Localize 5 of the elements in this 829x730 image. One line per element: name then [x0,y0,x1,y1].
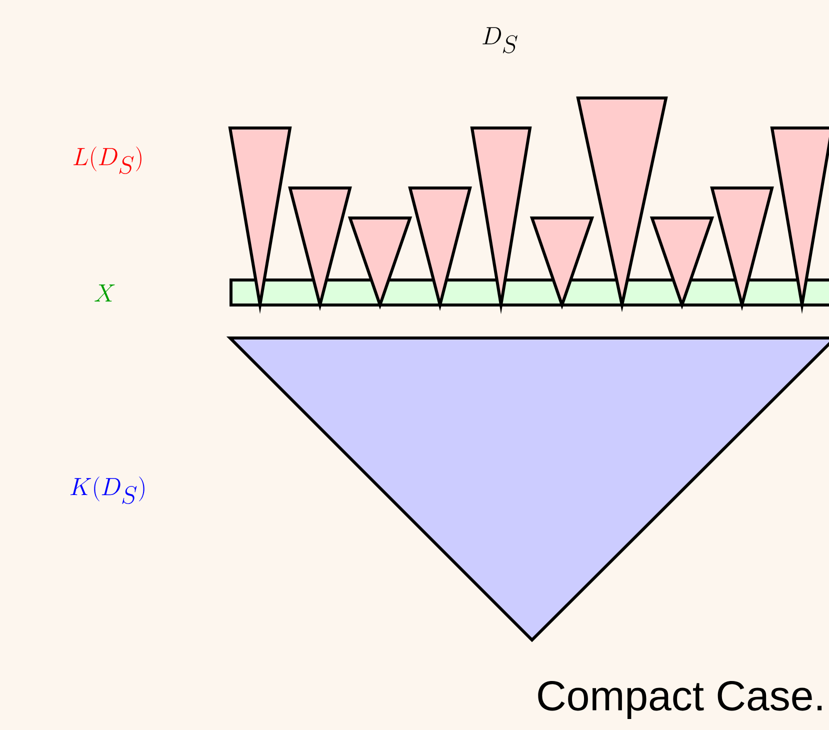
caption: Compact Case. [538,680,822,720]
region-label: $L(D_S)$ [73,146,142,174]
region-label: $X$ [94,284,115,302]
region-label: $K(D_S)$ [70,476,144,504]
title: $D_S$ [482,27,518,54]
